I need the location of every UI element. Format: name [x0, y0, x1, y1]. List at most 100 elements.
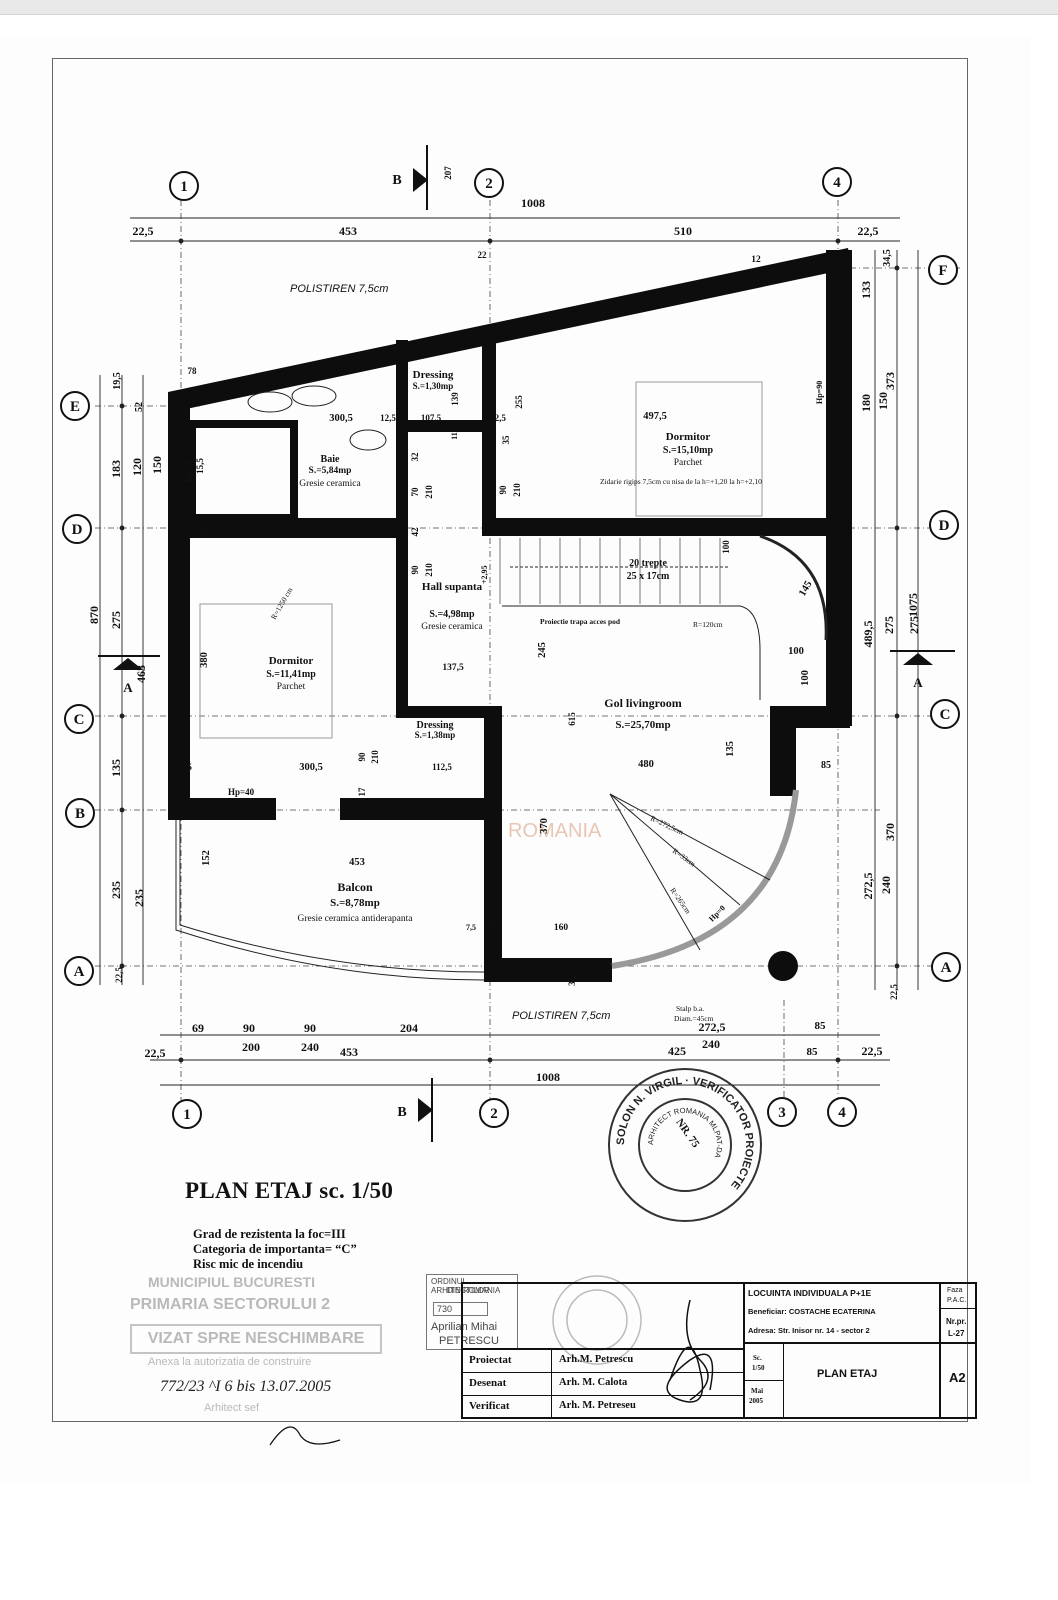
dim-right-150: 150 — [876, 392, 890, 410]
dim-210b: 210 — [512, 483, 522, 497]
plan-notes: Grad de rezistenta la foc=III Categoria … — [193, 1227, 357, 1272]
rigips-note: Zidarie rigips 7,5cm cu nisa de la h=+1,… — [600, 477, 762, 486]
axis-label-2: 2 — [485, 176, 493, 192]
dim-right-345: 34,5 — [882, 249, 893, 267]
room-balcon-finish: Gresie ceramica antiderapanta — [298, 914, 414, 924]
dim-1075: 107,5 — [421, 413, 442, 423]
room-dressing-2-name: Dressing — [416, 720, 453, 731]
dim-1555: 15,5 — [195, 458, 205, 474]
dim-4975: 497,5 — [643, 411, 667, 422]
room-hall-name: Hall supanta — [422, 581, 483, 593]
dim-32: 32 — [410, 452, 420, 462]
tb-beneficiary: Beneficiar: COSTACHE ECATERINA — [748, 1307, 876, 1316]
dim-30: 30 — [487, 920, 497, 931]
wall-b-right — [340, 798, 500, 820]
axis-label-3-bottom: 3 — [778, 1105, 786, 1121]
level-note: +2,95 — [480, 565, 489, 584]
tb-scale-value: 1/50 — [752, 1364, 765, 1372]
dim-top-total: 1008 — [521, 196, 545, 210]
tb-project: LOCUINTA INDIVIDUALA P+1E — [748, 1288, 872, 1298]
axis-label-B: B — [75, 806, 85, 822]
viewer-bottom-space — [0, 1483, 1058, 1600]
dim-375c: 37,5 — [776, 757, 792, 767]
section-label-b-bottom: B — [397, 1105, 406, 1120]
tb-nrpr-label: Nr.pr. — [946, 1317, 967, 1326]
dim-25a: 25 — [198, 527, 208, 537]
dim-160: 160 — [554, 923, 569, 933]
dim-left-120: 120 — [130, 458, 144, 476]
dim-top-edge-l: 22,5 — [133, 224, 154, 238]
dim-bot-200: 200 — [242, 1040, 260, 1054]
oar-name-2: PETRESCU — [439, 1335, 499, 1347]
dim-615: 615 — [567, 712, 577, 726]
wall-c-mid — [396, 706, 500, 718]
tb-sheet-name: PLAN ETAJ — [817, 1368, 878, 1380]
room-gol-name: Gol livingroom — [604, 696, 681, 710]
municipal-line-3: VIZAT SPRE NESCHIMBARE — [130, 1324, 382, 1354]
column-round — [768, 951, 798, 981]
wall-pier — [770, 706, 796, 796]
wall-west — [168, 392, 190, 820]
wall-east — [826, 250, 852, 726]
dim-bot-240a: 240 — [301, 1040, 319, 1054]
dim-42: 42 — [410, 527, 420, 537]
dim-left-463: 463 — [134, 665, 148, 683]
dim-left-235a: 235 — [109, 881, 123, 899]
room-balcon-area: S.=8,78mp — [330, 897, 380, 909]
dim-135: 135 — [725, 741, 736, 757]
dim-right-1075: 1075 — [906, 593, 920, 617]
hp90-left: Hp=90 — [185, 459, 194, 482]
dim-bot-240b: 240 — [702, 1037, 720, 1051]
room-dormitor-1-finish: Parchet — [674, 458, 703, 468]
tb-faza-label: Faza — [947, 1287, 963, 1294]
dim-bot-90b: 90 — [304, 1021, 316, 1035]
stairs-size-note: 25 x 17cm — [627, 571, 670, 582]
viewer-top-bar — [0, 0, 1058, 15]
note-importance: Categoria de importanta= “C” — [193, 1242, 357, 1256]
section-label-b-top: B — [392, 173, 401, 188]
note-fire-resistance: Grad de rezistenta la foc=III — [193, 1227, 346, 1241]
section-label-a-right: A — [913, 675, 923, 690]
diam-note: Diam.=45cm — [674, 1014, 714, 1023]
wall-d-right — [482, 518, 842, 536]
dim-bot-425: 425 — [668, 1044, 686, 1058]
tb-role-row: Desenat Arh. M. Calota — [463, 1373, 743, 1396]
room-hall-finish: Gresie ceramica — [421, 622, 483, 632]
axis-label-D: D — [72, 522, 83, 538]
tb-roles: Proiectat Arh.M. Petrescu Desenat Arh. M… — [463, 1348, 743, 1419]
oar-number: 730 — [433, 1302, 488, 1316]
tb-nrpr-value: L-27 — [948, 1329, 965, 1338]
dim-125b: 12,5 — [490, 413, 506, 423]
dim-bot-204: 204 — [400, 1021, 418, 1035]
room-dormitor-2-area: S.=11,41mp — [266, 669, 316, 680]
dim-78: 78 — [188, 366, 198, 376]
dim-480: 480 — [638, 759, 654, 770]
dim-90b: 90 — [410, 565, 420, 575]
stair-treads — [499, 538, 721, 604]
wall-b-left — [168, 798, 276, 820]
dim-370: 370 — [539, 818, 550, 834]
municipal-stamp: MUNICIPIUL BUCURESTI PRIMARIA SECTORULUI… — [108, 1268, 398, 1418]
dim-bot-453: 453 — [340, 1045, 358, 1059]
dim-139: 139 — [450, 392, 460, 406]
dim-left-150: 150 — [150, 456, 164, 474]
dim-100b: 100 — [800, 670, 811, 686]
tb-role-label: Desenat — [469, 1377, 507, 1389]
dim-3005a: 300,5 — [329, 413, 353, 424]
wall-hall-left — [396, 340, 408, 710]
dim-right-373: 373 — [883, 372, 897, 390]
drawing-frame — [52, 58, 968, 1422]
dim-375d: 37,5 — [567, 970, 577, 986]
dim-top-left: 453 — [339, 224, 357, 238]
wall-north-slanted — [168, 248, 852, 412]
dim-right-275a: 275 — [882, 616, 896, 634]
room-dressing-2-area: S.=1,38mp — [415, 730, 456, 740]
axis-label-4: 4 — [833, 175, 841, 191]
dim-left-870: 870 — [87, 606, 101, 624]
dim-90c: 90 — [357, 752, 367, 762]
dim-145: 145 — [797, 579, 814, 598]
room-gol-area: S.=25,70mp — [615, 719, 670, 731]
polistiren-bottom-note: POLISTIREN 7,5cm — [512, 1010, 610, 1022]
wall-d-left — [168, 518, 400, 538]
dim-left-195: 19,5 — [112, 372, 123, 390]
